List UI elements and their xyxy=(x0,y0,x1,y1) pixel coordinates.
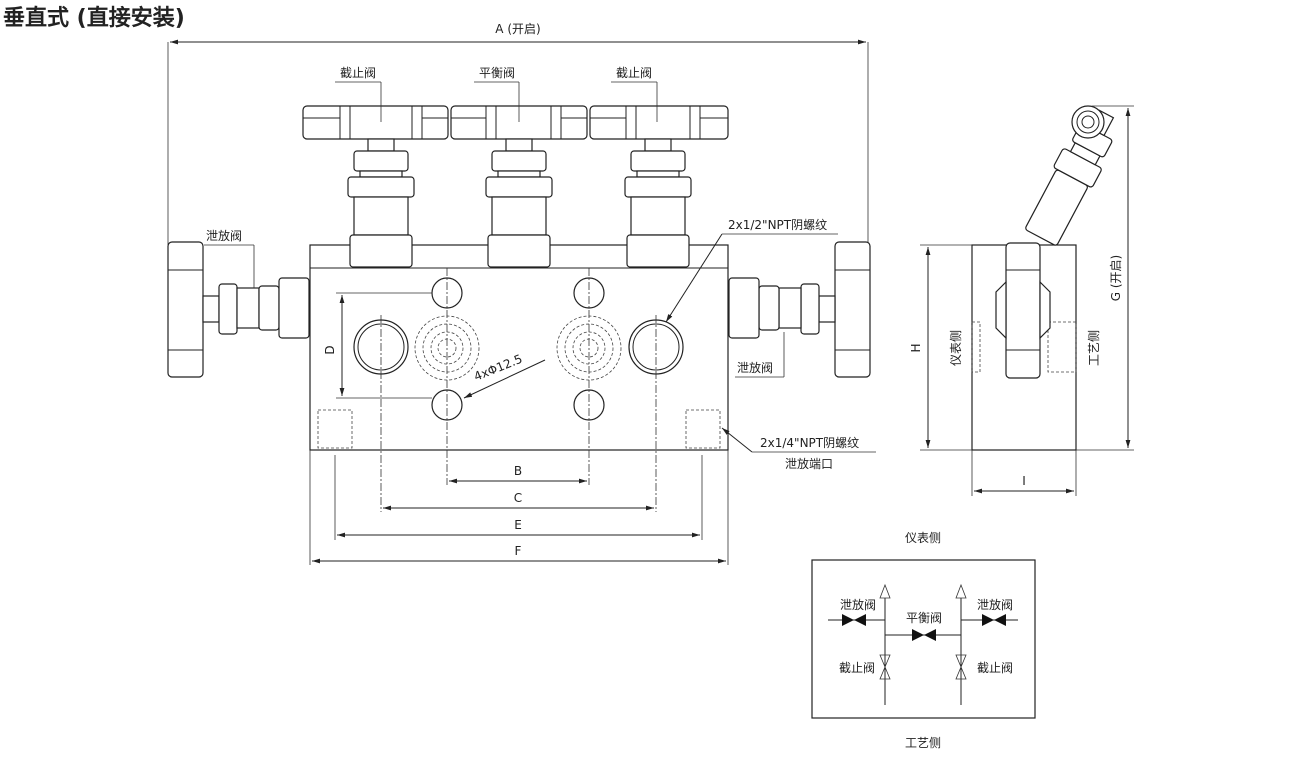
page-title: 垂直式 (直接安装) xyxy=(3,6,185,31)
front-view: A (开启) xyxy=(167,22,876,565)
schematic-vent-left: 泄放阀 xyxy=(840,597,876,612)
dim-i-label: I xyxy=(1022,474,1026,488)
vent-valve-left-label: 泄放阀 xyxy=(206,228,242,243)
npt-quarter-label: 2x1/4"NPT阴螺纹 xyxy=(760,436,859,450)
dim-d-label: D xyxy=(323,345,337,354)
stop-valve-left xyxy=(302,105,449,268)
schematic-vent-right: 泄放阀 xyxy=(977,597,1013,612)
vent-port-label: 泄放端口 xyxy=(785,456,833,471)
vent-valve-right xyxy=(728,241,871,378)
stop-valve-right-label: 截止阀 xyxy=(616,66,652,80)
schematic-frame xyxy=(811,559,1036,719)
vent-port-left xyxy=(317,409,353,449)
schematic-stop-right: 截止阀 xyxy=(977,661,1013,675)
dim-a-label: A (开启) xyxy=(495,22,540,36)
balance-valve xyxy=(450,105,588,268)
dim-f-label: F xyxy=(515,544,522,558)
side-instrument-label: 仪表侧 xyxy=(949,330,963,366)
side-angled-valve xyxy=(1025,105,1115,246)
vent-valve-right-label: 泄放阀 xyxy=(737,360,773,375)
schematic-balance: 平衡阀 xyxy=(906,611,942,625)
side-process-label: 工艺侧 xyxy=(1087,330,1101,366)
side-view: G (开启) H I 仪表侧 工艺侧 xyxy=(909,105,1134,496)
schematic-top-label: 仪表侧 xyxy=(905,531,941,545)
schematic-stop-left: 截止阀 xyxy=(839,661,875,675)
side-vent-valve xyxy=(995,242,1051,379)
stop-valve-right xyxy=(589,105,729,268)
schematic-bottom-label: 工艺侧 xyxy=(905,736,941,750)
schematic: 仪表侧 工艺侧 泄放阀 泄放阀 平衡阀 截止阀 截止阀 xyxy=(811,531,1036,750)
vent-valve-left xyxy=(167,241,310,378)
stop-valve-left-label: 截止阀 xyxy=(340,66,376,80)
dim-g-label: G (开启) xyxy=(1109,255,1123,301)
vent-port-right xyxy=(685,409,721,449)
dim-h-label: H xyxy=(909,343,923,352)
balance-valve-label: 平衡阀 xyxy=(479,66,515,80)
npt-half-label: 2x1/2"NPT阴螺纹 xyxy=(728,218,827,232)
dim-c-label: C xyxy=(514,491,522,505)
dim-e-label: E xyxy=(514,518,522,532)
dim-b-label: B xyxy=(514,464,522,478)
